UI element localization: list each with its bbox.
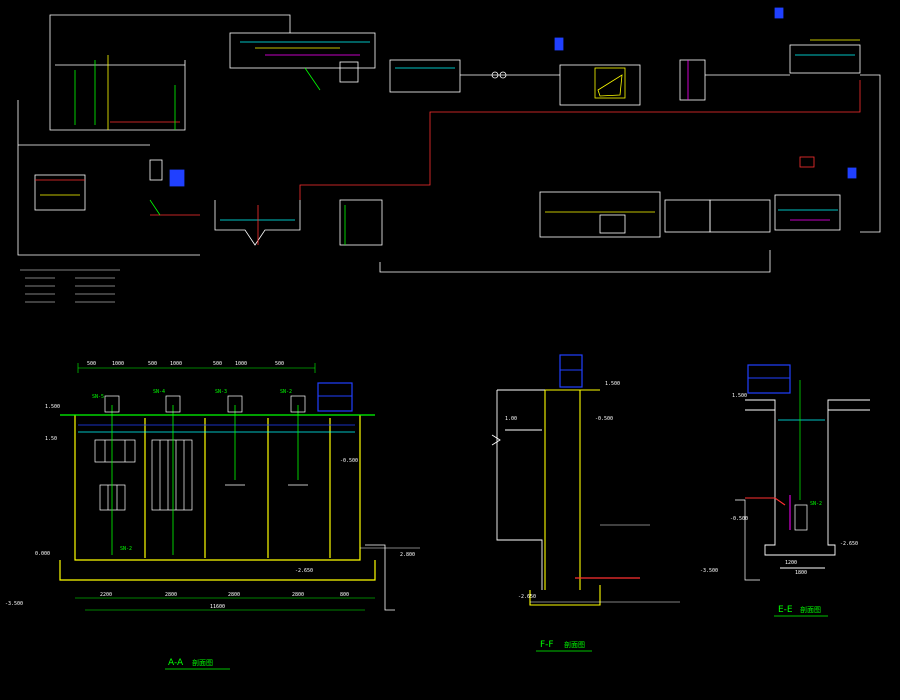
ee-elev-1: 1.500: [732, 393, 747, 399]
ff-elev-4: 1.00: [505, 416, 517, 422]
aa-dim-top-2: 1000: [112, 361, 124, 367]
ee-elev-3: -0.500: [730, 516, 748, 522]
ee-equip-label: SN-2: [810, 501, 822, 507]
aa-outer-wall: [74, 415, 361, 561]
section-aa: SN-5 SN-4 SN-3 SN-2 SN-2 500 1000 500 10…: [5, 361, 420, 670]
aa-screen-1: [94, 439, 136, 463]
aa-equip-label-3: SN-3: [215, 389, 227, 395]
aa-elev-3: 0.000: [35, 551, 50, 557]
aa-equip-label-1: SN-5: [92, 394, 104, 400]
aa-equip-label-2: SN-4: [153, 389, 165, 395]
aa-equip-label-bottom: SN-2: [120, 546, 132, 552]
clarifier-unit: [705, 7, 861, 76]
ff-elev-1: 1.500: [605, 381, 620, 387]
section-ee: SN-2 1.500 -2.650 -0.500 -3.500 1200 180…: [700, 364, 870, 617]
aa-elev-4: -0.500: [340, 458, 358, 464]
aa-dim-bot-3: 2800: [228, 592, 240, 598]
aa-screen-3: [151, 439, 193, 511]
aa-elev-6: -3.500: [5, 601, 23, 607]
aa-section-label: A-A: [168, 658, 184, 668]
section-ff: 1.500 -0.500 -2.650 1.00 F-F 剖面图: [491, 354, 680, 652]
aa-control-box: [317, 382, 353, 412]
aa-dim-bot-2: 2800: [165, 592, 177, 598]
ff-elev-3: -2.650: [518, 594, 536, 600]
ff-control-box: [559, 354, 583, 388]
ee-pump: [794, 504, 808, 531]
aeration-tank: [229, 32, 376, 91]
aa-dim-bot-1: 2200: [100, 592, 112, 598]
ee-control-box: [747, 364, 791, 394]
ee-elev-4: -3.500: [700, 568, 718, 574]
aa-dim-top-5: 500: [213, 361, 222, 367]
aa-elev-5: -2.650: [295, 568, 313, 574]
aa-dim-top-1: 500: [87, 361, 96, 367]
flow-pipe-bottom: [379, 250, 771, 273]
flow-pipe-top: [49, 14, 291, 33]
aa-dim-top-4: 1000: [170, 361, 182, 367]
equalization-tank: [49, 30, 186, 131]
aa-dim-bot-5: 800: [340, 592, 349, 598]
aa-section-suffix: 剖面图: [192, 658, 213, 667]
flow-pipe-left-return: [17, 100, 200, 256]
process-flow-diagram: [17, 7, 881, 303]
aa-elev-7: 2.800: [400, 552, 415, 558]
ff-section-label: F-F: [540, 640, 554, 650]
aa-elev-2: 1.50: [45, 436, 57, 442]
flow-pipe-right: [860, 74, 881, 233]
ee-section-suffix: 剖面图: [800, 605, 821, 614]
ff-section-suffix: 剖面图: [564, 640, 585, 649]
aa-dim-bot-4: 2800: [292, 592, 304, 598]
aa-dim-total: 11600: [210, 604, 225, 610]
sludge-unit: [34, 159, 185, 216]
aa-dim-top-7: 500: [275, 361, 284, 367]
settling-tank: [389, 59, 560, 93]
ee-dim-2: 1800: [795, 570, 807, 576]
aa-motor-4: [290, 395, 306, 413]
filter-unit: [554, 37, 706, 106]
aa-elev-1: 1.500: [45, 404, 60, 410]
ee-elev-2: -2.650: [840, 541, 858, 547]
lower-right-tanks: [539, 156, 857, 238]
ff-elev-2: -0.500: [595, 416, 613, 422]
aa-dim-top-3: 500: [148, 361, 157, 367]
aa-motor-1: [104, 395, 120, 413]
red-link-pipe: [299, 80, 861, 200]
legend-table: [20, 269, 120, 303]
aa-motor-3: [227, 395, 243, 413]
aa-equip-label-4: SN-2: [280, 389, 292, 395]
cone-tank: [214, 199, 383, 246]
ee-dim-1: 1200: [785, 560, 797, 566]
aa-dim-top-6: 1000: [235, 361, 247, 367]
aa-motor-2: [165, 395, 181, 413]
ee-section-label: E-E: [778, 605, 793, 615]
aa-screen-2: [99, 484, 126, 511]
